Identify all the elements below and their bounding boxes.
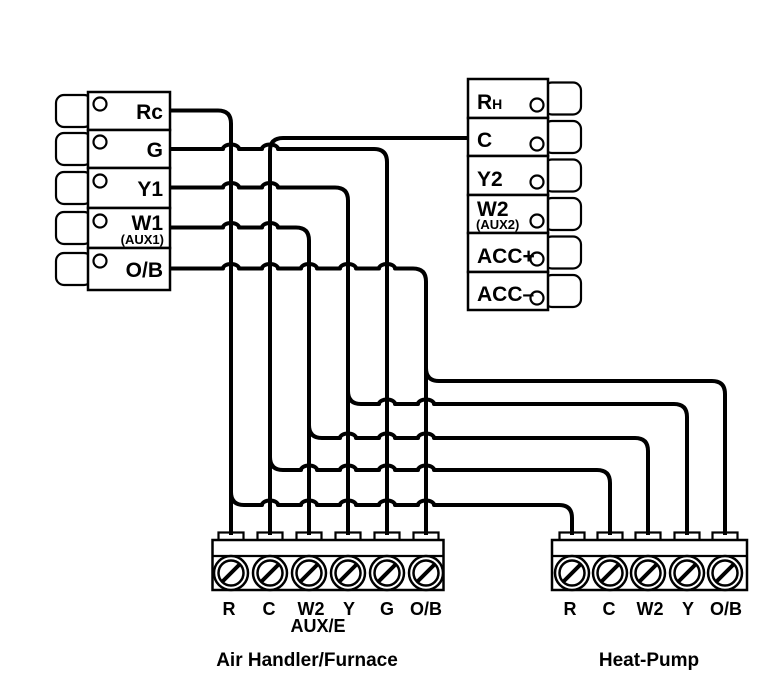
heat-pump-screw-y-icon [668, 554, 706, 592]
left-label-y1: Y1 [137, 178, 163, 201]
air-handler-body [211, 538, 445, 592]
air-handler-screw-w2-icon [290, 554, 328, 592]
left-label-w1: W1 [132, 212, 164, 235]
left-port-y1-icon [92, 173, 108, 189]
heat-pump-label-ob: O/B [710, 599, 742, 619]
air-handler-label-r: R [223, 599, 236, 619]
right-port-rh-icon [529, 97, 545, 113]
left-port-g-icon [92, 134, 108, 150]
left-tab-rc [54, 93, 94, 129]
air-handler-screw-g-icon [368, 554, 406, 592]
right-label-rh-r: R [477, 91, 492, 114]
right-tab-c [542, 119, 583, 155]
right-tab-y2 [542, 158, 583, 193]
thermostat-left-block: Rc G Y1 W1 (AUX1) O/B [54, 90, 172, 292]
heat-pump-screw-ob-icon [706, 554, 744, 592]
air-handler-strip: R C W2 Y G O/B AUX/E Air Handler/Furnace [211, 531, 445, 671]
right-port-c-icon [529, 136, 545, 152]
air-handler-label-y: Y [343, 599, 355, 619]
air-handler-screw-ob-icon [407, 554, 445, 592]
air-handler-screw-y-icon [329, 554, 367, 592]
wire-branch-heat-pump-r [229, 491, 574, 535]
left-tab-g [54, 131, 94, 167]
heat-pump-screw-c-icon [591, 554, 629, 592]
right-label-c: C [477, 129, 492, 152]
air-handler-label-w2: W2 [298, 599, 325, 619]
right-port-accm-icon [529, 290, 545, 306]
left-tab-y1 [54, 170, 94, 206]
right-tab-accp [542, 235, 583, 270]
heat-pump-label-c: C [603, 599, 616, 619]
left-label-g: G [147, 139, 163, 162]
left-port-rc-icon [92, 96, 108, 112]
wire-w1-to-w2 [170, 221, 311, 535]
air-handler-label-aux-e: AUX/E [290, 616, 345, 636]
right-label-w2: W2 [477, 198, 509, 221]
right-label-accm: ACC– [477, 283, 534, 306]
right-port-w2-icon [529, 213, 545, 229]
heat-pump-label-y: Y [682, 599, 694, 619]
heat-pump-screw-r-icon [553, 554, 591, 592]
wire-g-to-g [170, 142, 389, 535]
air-handler-label-ob: O/B [410, 599, 442, 619]
right-tab-w2 [542, 196, 583, 232]
air-handler-label-g: G [380, 599, 394, 619]
right-label-accp: ACC+ [477, 245, 535, 268]
heat-pump-label-w2: W2 [637, 599, 664, 619]
left-tab-ob [54, 251, 94, 287]
wire-branch-heat-pump-w2 [307, 424, 650, 535]
left-port-ob-icon [92, 253, 108, 269]
left-label-w1-aux: (AUX1) [121, 232, 164, 247]
wire-branch-heat-pump-y [346, 390, 689, 535]
left-label-ob: O/B [126, 259, 163, 282]
wire-rc-to-r [170, 108, 233, 535]
right-label-rh-h: H [492, 96, 502, 112]
left-tab-w1 [54, 210, 94, 246]
air-handler-screw-c-icon [251, 554, 289, 592]
right-label-y2: Y2 [477, 168, 503, 191]
wire-c-to-c [268, 136, 468, 535]
air-handler-title: Air Handler/Furnace [216, 650, 398, 671]
right-port-accp-icon [529, 251, 545, 267]
thermostat-right-block: RH C Y2 W2 (AUX2) ACC+ ACC– [466, 77, 583, 312]
right-label-w2-aux: (AUX2) [476, 217, 519, 232]
wire-y1-to-y [170, 181, 350, 535]
wire-branch-heat-pump-ob [424, 367, 727, 535]
right-label-rh: RH [477, 91, 502, 114]
right-tab-accm [542, 273, 583, 309]
wire-ob-to-ob [170, 262, 428, 535]
left-port-w1-icon [92, 213, 108, 229]
heat-pump-screw-w2-icon [629, 554, 667, 592]
heat-pump-strip: R C W2 Y O/B Heat-Pump [550, 531, 749, 671]
left-label-rc: Rc [136, 101, 163, 124]
air-handler-screw-r-icon [212, 554, 250, 592]
air-handler-label-c: C [263, 599, 276, 619]
heat-pump-label-r: R [564, 599, 577, 619]
wires [170, 108, 727, 535]
heat-pump-title: Heat-Pump [599, 650, 699, 671]
right-port-y2-icon [529, 174, 545, 190]
wire-branch-heat-pump-c [268, 456, 612, 535]
right-tab-rh [542, 81, 583, 116]
